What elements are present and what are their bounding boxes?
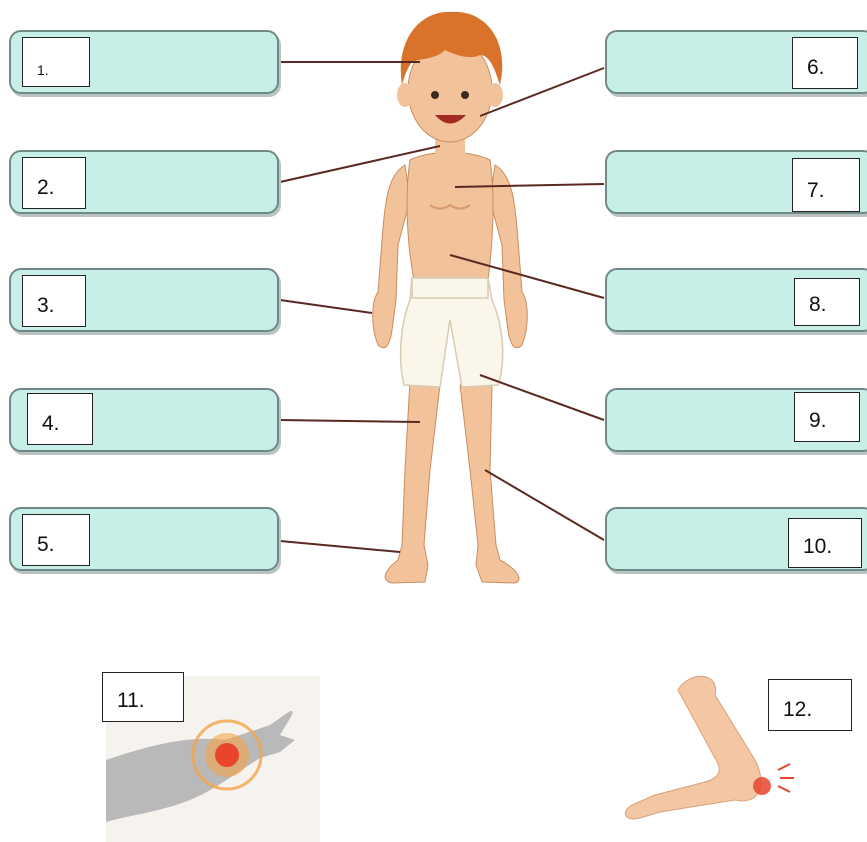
label-10: 10.: [788, 518, 862, 568]
label-7: 7.: [792, 158, 860, 212]
label-5: 5.: [22, 514, 90, 566]
label-6: 6.: [792, 37, 858, 89]
boy-illustration: [373, 12, 528, 583]
label-8: 8.: [794, 278, 860, 326]
label-12: 12.: [768, 679, 852, 731]
label-2: 2.: [22, 157, 86, 209]
label-11: 11.: [102, 672, 184, 722]
pain-marks: [778, 764, 794, 792]
label-3: 3.: [22, 275, 86, 327]
label-4: 4.: [27, 393, 93, 445]
label-9: 9.: [794, 392, 860, 442]
label-1: 1.: [22, 37, 90, 87]
